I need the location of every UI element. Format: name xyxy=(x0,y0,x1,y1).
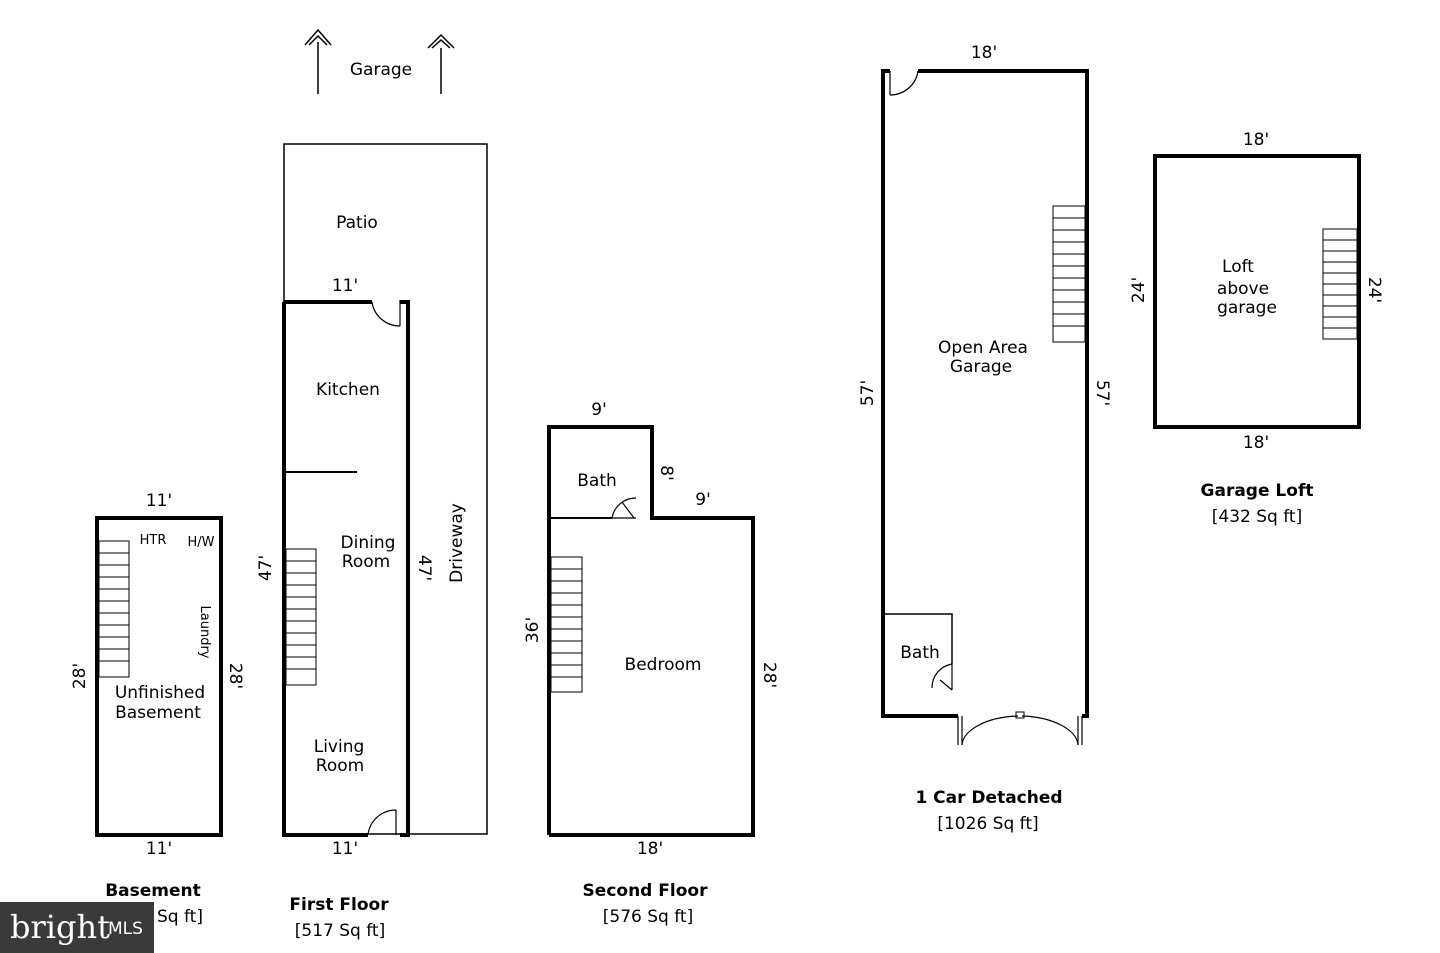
loft-area: [432 Sq ft] xyxy=(1212,507,1302,527)
basement-laundry-label: Laundry xyxy=(197,606,212,659)
basement-title: Basement xyxy=(105,881,201,901)
detached-bath-label: Bath xyxy=(900,643,940,663)
living-room-line2: Room xyxy=(316,756,364,776)
second-floor-bath-label: Bath xyxy=(577,471,617,491)
second-floor-title: Second Floor xyxy=(583,881,709,901)
detached-bath-door xyxy=(931,663,953,691)
first-floor-height-right: 47' xyxy=(414,555,434,581)
second-floor-width-bottom: 18' xyxy=(637,839,663,859)
basement-hw-label: H/W xyxy=(187,535,214,550)
loft-stairs xyxy=(1322,228,1358,340)
first-floor-area: [517 Sq ft] xyxy=(295,921,385,941)
open-area-line1: Open Area xyxy=(938,338,1028,358)
detached-height-right: 57' xyxy=(1092,380,1112,406)
loft-width-bottom: 18' xyxy=(1243,433,1269,453)
garage-arrow-left xyxy=(304,28,332,94)
second-floor-bath-door xyxy=(611,497,637,519)
bedroom-label: Bedroom xyxy=(625,655,702,675)
garage-arrow-label: Garage xyxy=(350,60,412,80)
detached-width-top: 18' xyxy=(971,43,997,63)
kitchen-door xyxy=(371,300,401,327)
garage-arrow-right xyxy=(427,33,455,94)
dining-room-line2: Room xyxy=(342,552,390,572)
detached-area: [1026 Sq ft] xyxy=(937,814,1038,834)
second-floor-height-left: 36' xyxy=(523,617,543,643)
second-floor-bath-height: 8' xyxy=(656,465,676,481)
dining-room-line1: Dining xyxy=(341,533,396,553)
detached-garage-stairs xyxy=(1052,205,1086,343)
loft-width-top: 18' xyxy=(1243,130,1269,150)
bright-mls-logo: bright MLS xyxy=(0,902,154,953)
first-floor-width-top: 11' xyxy=(332,276,358,296)
basement-width-bottom: 11' xyxy=(146,839,172,859)
detached-title: 1 Car Detached xyxy=(915,788,1062,808)
loft-height-right: 24' xyxy=(1364,277,1384,303)
loft-title: Garage Loft xyxy=(1201,481,1314,501)
loft-room-line1: Loft xyxy=(1222,257,1254,277)
second-floor-walls xyxy=(547,425,755,837)
patio-label: Patio xyxy=(336,213,378,233)
second-floor-area: [576 Sq ft] xyxy=(603,907,693,927)
loft-height-left: 24' xyxy=(1129,277,1149,303)
basement-area: Sq ft] xyxy=(157,907,203,927)
basement-htr-label: HTR xyxy=(140,533,167,548)
second-floor-height-right: 28' xyxy=(759,662,779,688)
logo-mls-text: MLS xyxy=(108,919,143,939)
first-floor-stairs xyxy=(285,548,317,686)
living-room-door xyxy=(367,809,397,836)
basement-width-top: 11' xyxy=(146,491,172,511)
second-floor-bath-width: 9' xyxy=(591,400,607,420)
driveway-label: Driveway xyxy=(447,503,467,583)
second-floor-step-width: 9' xyxy=(695,490,711,510)
second-floor-stairs xyxy=(550,556,583,693)
logo-brand-text: bright xyxy=(10,908,110,946)
detached-height-left: 57' xyxy=(858,380,878,406)
basement-walls xyxy=(95,516,223,837)
open-area-line2: Garage xyxy=(950,357,1012,377)
loft-walls xyxy=(1153,154,1361,429)
basement-stairs xyxy=(98,540,130,678)
living-room-line1: Living xyxy=(314,737,365,757)
basement-height-right: 28' xyxy=(225,663,245,689)
detached-entry-door xyxy=(889,70,919,96)
kitchen-label: Kitchen xyxy=(316,380,380,400)
detached-garage-double-door xyxy=(957,711,1083,746)
basement-room-line2: Basement xyxy=(115,703,201,723)
basement-room-line1: Unfinished xyxy=(115,683,205,703)
first-floor-width-bottom: 11' xyxy=(332,839,358,859)
loft-room-line2: above xyxy=(1217,279,1269,299)
first-floor-height-left: 47' xyxy=(256,555,276,581)
first-floor-lot-outline xyxy=(283,143,488,835)
detached-garage-walls xyxy=(881,69,1089,718)
first-floor-walls xyxy=(282,300,410,837)
basement-height-left: 28' xyxy=(70,663,90,689)
loft-room-line3: garage xyxy=(1217,298,1277,318)
first-floor-title: First Floor xyxy=(289,895,389,915)
